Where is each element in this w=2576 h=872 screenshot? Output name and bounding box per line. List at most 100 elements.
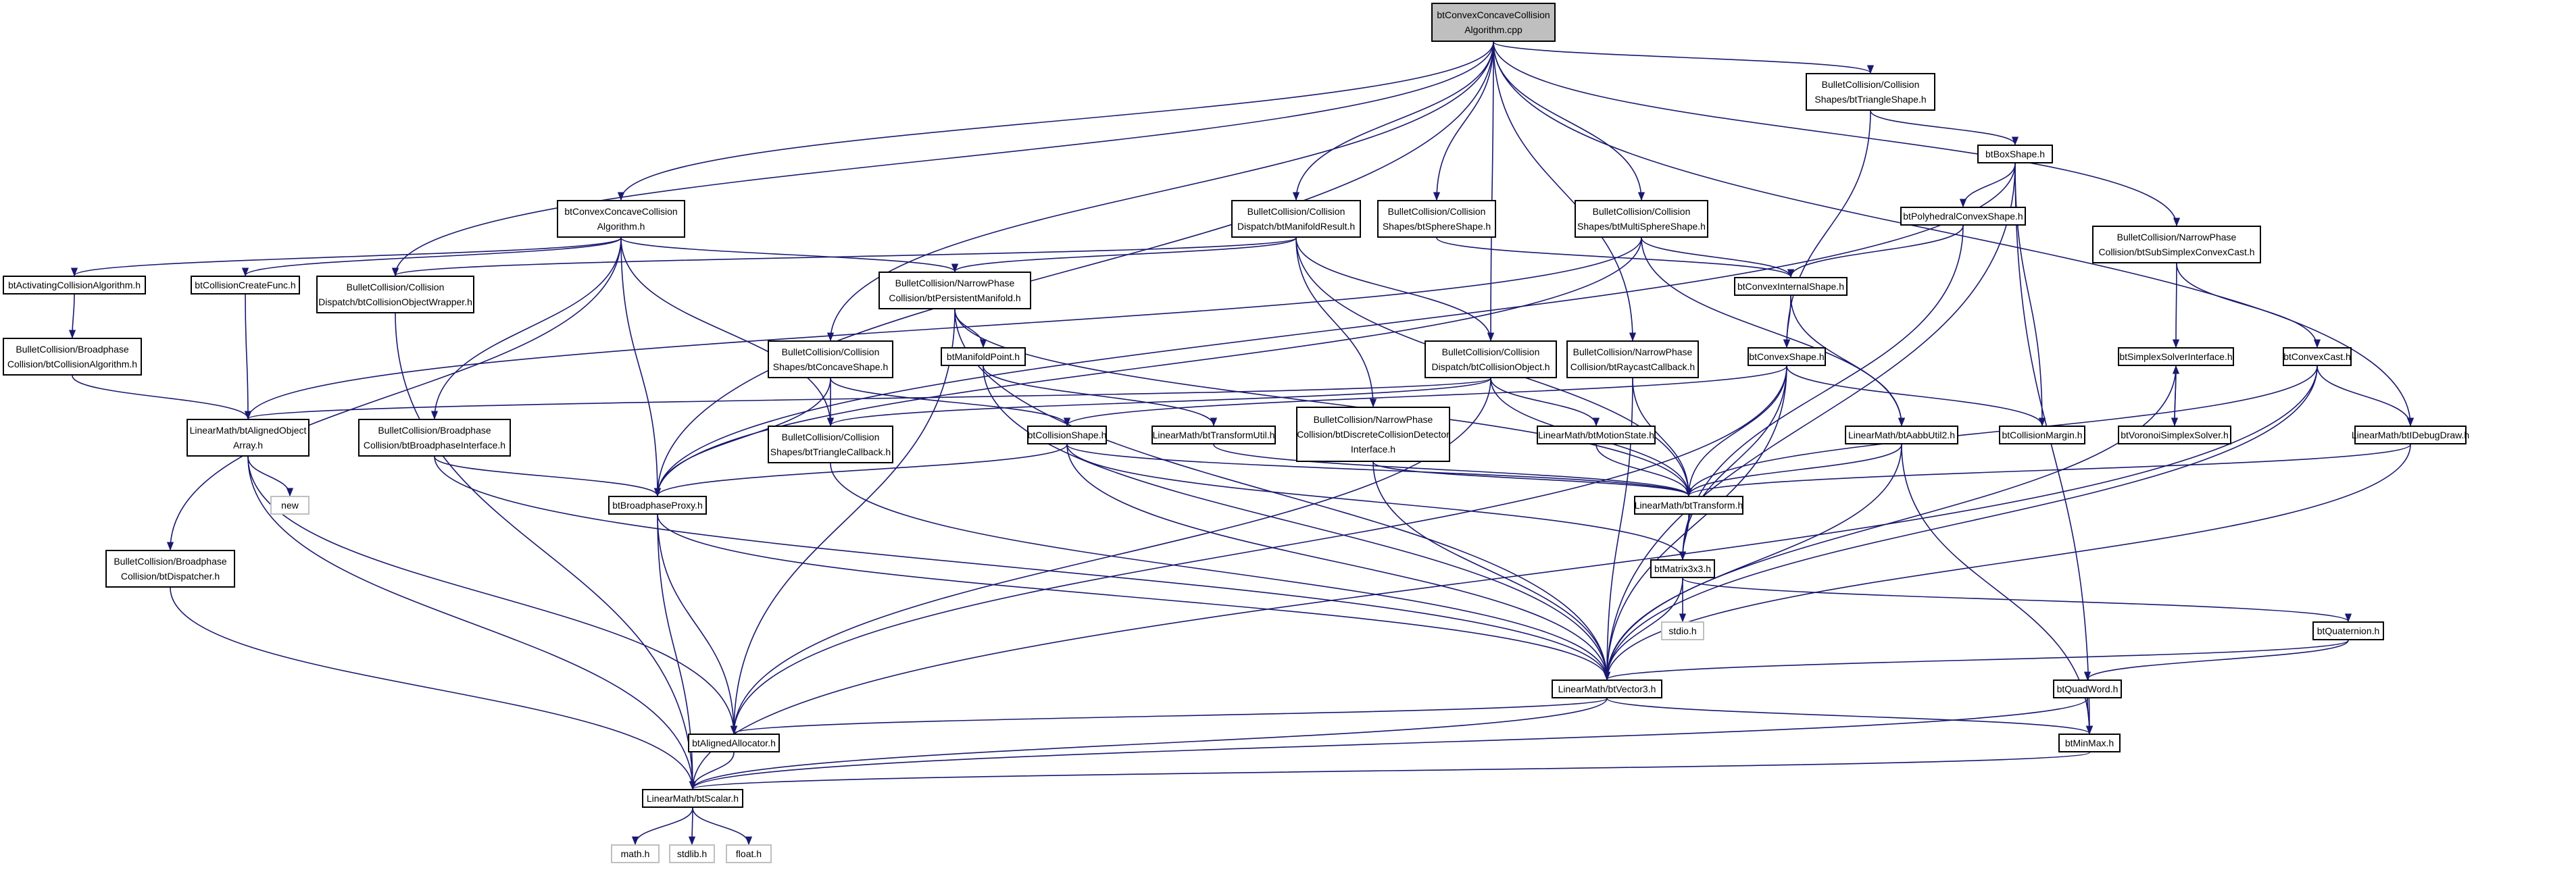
node-stdio[interactable]: stdio.h: [1661, 621, 1704, 640]
edge-root-to-ddraw: [1493, 41, 2414, 427]
edge-sub-to-ssi: [2172, 263, 2180, 349]
edge-tcb-to-vec: [830, 463, 1611, 681]
node-btcollisionshape[interactable]: btCollisionShape.h: [1027, 426, 1107, 444]
edge-box-to-vec: [1603, 163, 2016, 681]
edge-box-to-cmargin: [2014, 163, 2046, 427]
node-btbroadphaseproxy[interactable]: btBroadphaseProxy.h: [608, 496, 707, 515]
node-btboxshape[interactable]: btBoxShape.h: [1977, 145, 2053, 163]
node-float[interactable]: float.h: [726, 844, 772, 863]
edge-colsh-to-mat: [1066, 444, 1686, 561]
edge-cca-to-disp: [166, 237, 622, 551]
edge-quat-to-vec: [1604, 640, 2349, 681]
edge-qword-to-scalar: [689, 698, 2088, 790]
edge-mat-to-quat: [1682, 578, 2352, 623]
node-btmotionstate[interactable]: LinearMath/btMotionState.h: [1537, 426, 1656, 444]
edge-root-to-cobj: [1487, 41, 1495, 342]
edge-tutil-to-xform: [1213, 444, 1692, 497]
node-btvector3[interactable]: LinearMath/btVector3.h: [1552, 679, 1662, 698]
node-btscalar[interactable]: LinearMath/btScalar.h: [642, 789, 743, 808]
edge-cis-to-cshape: [1783, 295, 1791, 349]
edge-bpi-to-vec: [434, 456, 1610, 681]
edge-root-to-tri: [1493, 41, 1874, 74]
edge-cca-to-bpi: [430, 237, 622, 420]
edge-poly-to-cis: [1787, 225, 1964, 278]
edge-cshape-to-colsh: [1064, 365, 1787, 427]
edge-aabb-to-xform: [1685, 444, 1902, 497]
edge-cca-to-ccf: [242, 237, 622, 277]
edge-box-to-bproxy: [653, 163, 2016, 497]
edge-aca-to-bca: [68, 294, 76, 339]
node-new[interactable]: new: [270, 496, 309, 515]
edge-msph-to-bproxy: [653, 237, 1642, 497]
edge-cshape-to-vec: [1603, 365, 1787, 681]
edge-rcb-to-xform: [1632, 378, 1693, 497]
edge-msph-to-aoa: [245, 237, 1642, 420]
edge-colsh-to-xform: [1066, 444, 1692, 497]
edge-pman-to-xform: [954, 309, 1693, 497]
node-btactivatingcollisionalgorithm[interactable]: btActivatingCollisionAlgorithm.h: [3, 276, 146, 294]
node-btconvexcast[interactable]: btConvexCast.h: [2283, 347, 2352, 366]
edge-qword-to-minmax: [2085, 698, 2094, 735]
edge-mpt-to-tutil: [983, 365, 1218, 427]
node-btcollisionmargin[interactable]: btCollisionMargin.h: [1999, 426, 2085, 444]
edge-msph-to-cis: [1641, 237, 1795, 278]
node-btalignedallocator[interactable]: btAlignedAllocator.h: [688, 734, 780, 752]
edge-tri-to-box: [1870, 110, 2019, 146]
node-math[interactable]: math.h: [611, 844, 660, 863]
node-btquaternion[interactable]: btQuaternion.h: [2312, 621, 2384, 640]
node-btminmax[interactable]: btMinMax.h: [2058, 734, 2121, 752]
edge-colsh-to-bproxy: [654, 444, 1068, 497]
edge-scalar-to-math: [631, 807, 693, 846]
edge-root-to-mres: [1292, 41, 1494, 201]
edge-cshape-to-cmargin: [1786, 365, 2046, 427]
edge-minmax-to-scalar: [689, 752, 2090, 790]
edge-dcdi-to-vec: [1372, 461, 1611, 681]
edge-mres-to-pman: [951, 237, 1297, 273]
node-bttransform[interactable]: LinearMath/btTransform.h: [1634, 496, 1743, 515]
edge-root-to-wrap: [391, 41, 1494, 277]
node-stdlib[interactable]: stdlib.h: [669, 844, 715, 863]
node-btmanifoldpoint[interactable]: btManifoldPoint.h: [941, 347, 1026, 366]
node-btconvexinternalshape[interactable]: btConvexInternalShape.h: [1734, 277, 1848, 296]
node-btaabbutil2[interactable]: LinearMath/btAabbUtil2.h: [1845, 426, 1958, 444]
node-btvoronoisimplexsolver[interactable]: btVoronoiSimplexSolver.h: [2118, 426, 2231, 444]
edge-root-to-cca: [618, 41, 1494, 201]
node-btsimplexsolverinterface[interactable]: btSimplexSolverInterface.h: [2118, 347, 2234, 366]
node-btmatrix3x3[interactable]: btMatrix3x3.h: [1650, 559, 1715, 578]
edge-tri-to-cshape: [1783, 110, 1871, 349]
edge-root-to-rcb: [1493, 41, 1637, 342]
node-btidebugdraw[interactable]: LinearMath/btIDebugDraw.h: [2352, 426, 2469, 444]
edge-ccf-to-aoa: [244, 294, 252, 420]
edge-root-to-msph: [1493, 41, 1645, 201]
edge-aoa-to-scalar: [247, 456, 697, 790]
edge-scalar-to-float: [692, 807, 753, 846]
node-btquadword[interactable]: btQuadWord.h: [2053, 679, 2122, 698]
edge-cis-to-aabb: [1790, 295, 1906, 427]
node-btcollisioncreatefunc[interactable]: btCollisionCreateFunc.h: [191, 276, 300, 294]
edge-bproxy-to-vec: [657, 514, 1610, 681]
edge-box-to-poly: [1959, 163, 2016, 208]
edge-root-to-conc: [826, 41, 1494, 342]
node-btpolyhedralconvexshape[interactable]: btPolyhedralConvexShape.h: [1900, 207, 2026, 226]
node-btconvexshape[interactable]: btConvexShape.h: [1748, 347, 1826, 366]
node-bttransformutil[interactable]: LinearMath/btTransformUtil.h: [1151, 426, 1276, 444]
edge-root-to-bproxy: [653, 41, 1494, 497]
